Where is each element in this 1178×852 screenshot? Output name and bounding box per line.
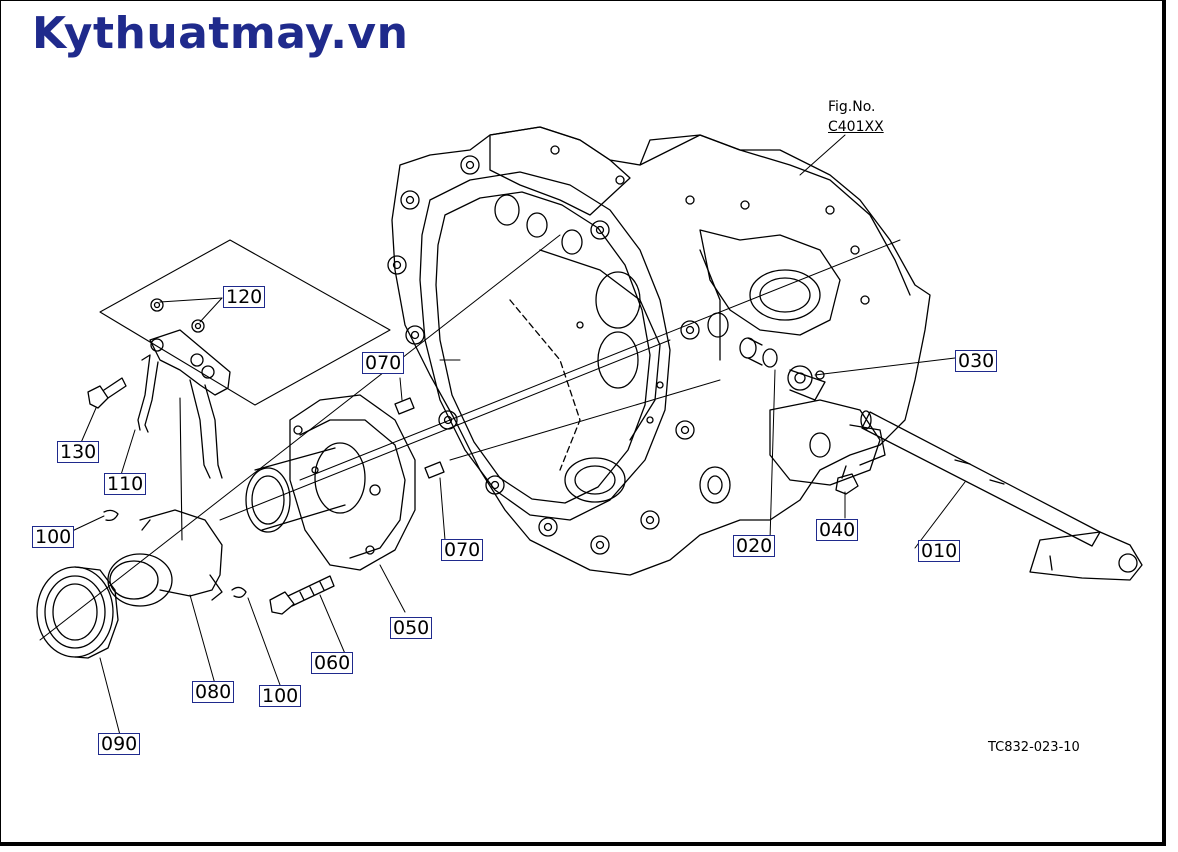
part-callout-020[interactable]: 020 — [733, 535, 776, 557]
part-callout-130[interactable]: 130 — [57, 441, 100, 463]
part-callout-090[interactable]: 090 — [98, 733, 141, 755]
assembly-axis-lines — [39, 234, 901, 641]
part-callout-040[interactable]: 040 — [816, 519, 859, 541]
figure-code: C401XX — [828, 119, 884, 135]
shift-fork-drawing — [87, 298, 231, 479]
bushing-and-seal-drawing — [707, 312, 859, 495]
bolt-060-drawing — [269, 575, 335, 615]
site-logo[interactable]: Kythuatmay.vn — [32, 8, 409, 59]
part-callout-080[interactable]: 080 — [192, 681, 235, 703]
fork-frame-outline — [99, 239, 391, 406]
part-callout-100-left[interactable]: 100 — [32, 526, 75, 548]
housing-drawing — [387, 126, 931, 576]
figure-number-label: Fig.No. — [828, 99, 876, 115]
retaining-clips-drawing — [103, 509, 247, 598]
release-bearing-drawing — [36, 566, 119, 659]
part-callout-070-top[interactable]: 070 — [362, 352, 405, 374]
drawing-reference-code: TC832-023-10 — [988, 740, 1080, 755]
part-callout-060[interactable]: 060 — [311, 652, 354, 674]
part-callout-010[interactable]: 010 — [918, 540, 961, 562]
part-callout-030[interactable]: 030 — [955, 350, 998, 372]
part-callout-070-bottom[interactable]: 070 — [441, 539, 484, 561]
part-callout-050[interactable]: 050 — [390, 617, 433, 639]
release-shaft-drawing — [860, 410, 1143, 581]
part-callout-110[interactable]: 110 — [104, 473, 147, 495]
release-hub-drawing — [107, 509, 223, 607]
part-callout-120[interactable]: 120 — [223, 286, 266, 308]
leader-lines — [69, 134, 966, 736]
bearing-holder-drawing — [245, 394, 416, 571]
part-callout-100-right[interactable]: 100 — [259, 685, 302, 707]
dowel-pins-drawing — [394, 397, 445, 479]
